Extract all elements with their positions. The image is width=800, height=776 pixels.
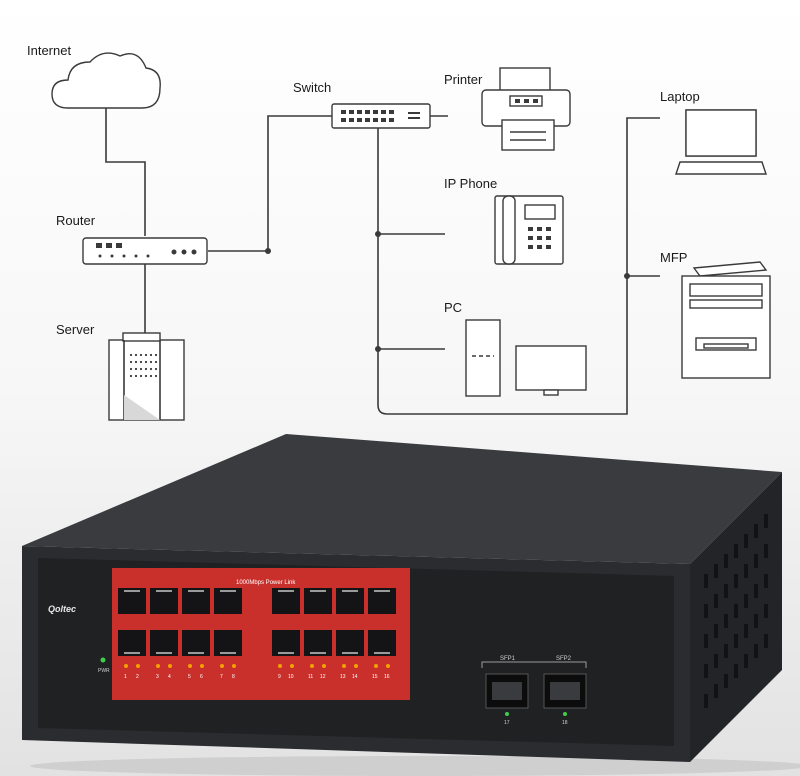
sfp1-cage	[492, 682, 522, 700]
rj45-port[interactable]	[272, 630, 300, 656]
rj45-port[interactable]	[182, 630, 210, 656]
rj45-port[interactable]	[182, 588, 210, 614]
label-ip-phone: IP Phone	[444, 176, 497, 191]
rj45-port[interactable]	[368, 630, 396, 656]
label-printer: Printer	[444, 72, 483, 87]
rj45-port[interactable]	[214, 588, 242, 614]
rj45-port[interactable]	[118, 630, 146, 656]
rj45-port[interactable]	[150, 588, 178, 614]
mfp-icon	[681, 261, 771, 379]
router-switch-node	[265, 248, 271, 254]
pwr-label: PWR	[98, 668, 110, 674]
sfp1-number: 17	[504, 720, 510, 726]
rj45-port[interactable]	[304, 588, 332, 614]
router-switch-link	[208, 115, 332, 252]
port-pins	[124, 590, 390, 654]
server-vents	[129, 353, 158, 378]
device-labels: Internet Switch Printer Laptop Router IP…	[27, 43, 700, 337]
port-number: 8	[232, 674, 235, 680]
port-block-left	[118, 588, 242, 656]
device-shadow	[30, 756, 800, 776]
label-pc: PC	[444, 300, 462, 315]
port-number: 9	[278, 674, 281, 680]
server-icon	[108, 332, 185, 421]
port-strip-label: 1000Mbps Power Link	[236, 580, 296, 586]
port-leds	[124, 664, 390, 668]
port-number: 2	[136, 674, 139, 680]
port-number: 10	[288, 674, 294, 680]
port-number: 16	[384, 674, 390, 680]
brand-logo: Qoltec	[48, 604, 76, 614]
sfp2-number: 18	[562, 720, 568, 726]
rj45-port[interactable]	[214, 630, 242, 656]
port-block-right	[272, 588, 396, 656]
switch-trunk	[377, 117, 660, 415]
port-number: 4	[168, 674, 171, 680]
pc-node	[375, 346, 381, 352]
rj45-port[interactable]	[336, 630, 364, 656]
ipphone-node	[375, 231, 381, 237]
laptop-icon	[675, 109, 767, 175]
port-number: 12	[320, 674, 326, 680]
sfp2-led	[563, 712, 567, 716]
port-number: 15	[372, 674, 378, 680]
rj45-port[interactable]	[150, 630, 178, 656]
sfp1-led	[505, 712, 509, 716]
rj45-port[interactable]	[304, 630, 332, 656]
label-server: Server	[56, 322, 95, 337]
port-number: 14	[352, 674, 358, 680]
ip-phone-icon	[494, 195, 564, 265]
pc-icon	[465, 319, 587, 397]
port-number: 1	[124, 674, 127, 680]
cloud-icon	[51, 52, 161, 109]
switch-device: Qoltec PWR 1000Mbps Power Link	[22, 434, 800, 776]
port-number: 11	[308, 674, 313, 680]
pwr-led	[100, 657, 106, 663]
label-laptop: Laptop	[660, 89, 700, 104]
label-mfp: MFP	[660, 250, 687, 265]
sfp2-cage	[550, 682, 580, 700]
label-router: Router	[56, 213, 96, 228]
connection-lines	[105, 108, 660, 415]
port-number: 6	[200, 674, 203, 680]
label-internet: Internet	[27, 43, 71, 58]
mfp-node	[624, 273, 630, 279]
switch-icon	[331, 103, 431, 129]
port-number: 13	[340, 674, 346, 680]
internet-router-link	[105, 108, 146, 236]
printer-icon	[481, 67, 571, 151]
rj45-port[interactable]	[118, 588, 146, 614]
rj45-port[interactable]	[336, 588, 364, 614]
sfp2-label: SFP2	[556, 656, 572, 662]
port-number: 3	[156, 674, 159, 680]
rj45-port[interactable]	[272, 588, 300, 614]
router-icon	[82, 237, 208, 265]
sfp1-label: SFP1	[500, 656, 516, 662]
rj45-port[interactable]	[368, 588, 396, 614]
port-number: 7	[220, 674, 223, 680]
side-vents	[704, 514, 768, 708]
port-numbers: 1 2 3 4 5 6 7 8 9 10 11 12 13 14 15 16	[124, 674, 390, 680]
rj45-ports	[118, 588, 396, 656]
port-number: 5	[188, 674, 191, 680]
device-top	[22, 434, 782, 564]
label-switch: Switch	[293, 80, 331, 95]
sfp-area: SFP1 SFP2 17 18	[481, 656, 587, 726]
